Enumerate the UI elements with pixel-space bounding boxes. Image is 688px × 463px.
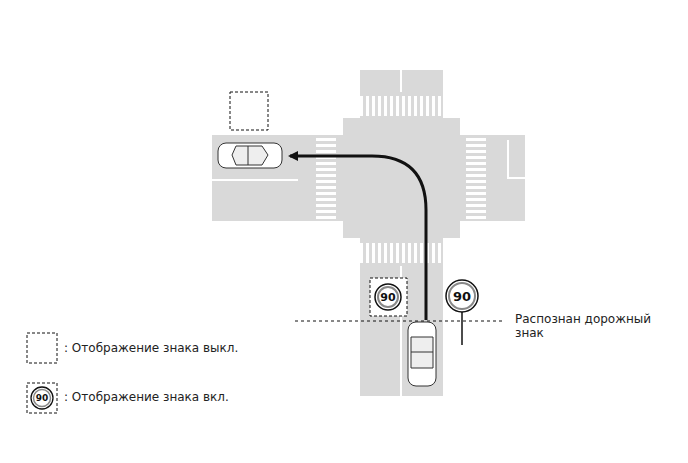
road-sign-ring — [449, 283, 475, 309]
sign-icon-ring — [378, 287, 398, 307]
sign-number: 90 — [36, 393, 49, 403]
display-on-box — [370, 278, 407, 316]
sign-pole — [461, 312, 463, 345]
route-arrow — [290, 156, 426, 320]
legend-on-sample — [27, 383, 57, 413]
road — [212, 70, 525, 396]
legend-off-sample — [27, 333, 57, 363]
legend-sign-icon — [31, 387, 53, 409]
sign-number: 90 — [380, 291, 395, 304]
sign-number: 90 — [453, 289, 471, 304]
recognition-line — [295, 321, 505, 322]
road-sign — [446, 280, 478, 312]
display-off-box — [230, 92, 268, 130]
recognition-label: Распознан дорожный знак — [515, 312, 665, 340]
legend-text: : Отображение знака вкл. — [64, 390, 229, 404]
car-left — [218, 143, 282, 168]
car-bottom — [408, 322, 436, 386]
legend-sign-ring — [34, 390, 51, 407]
sign-icon — [375, 284, 401, 310]
legend-text: : Отображение знака выкл. — [64, 341, 238, 355]
